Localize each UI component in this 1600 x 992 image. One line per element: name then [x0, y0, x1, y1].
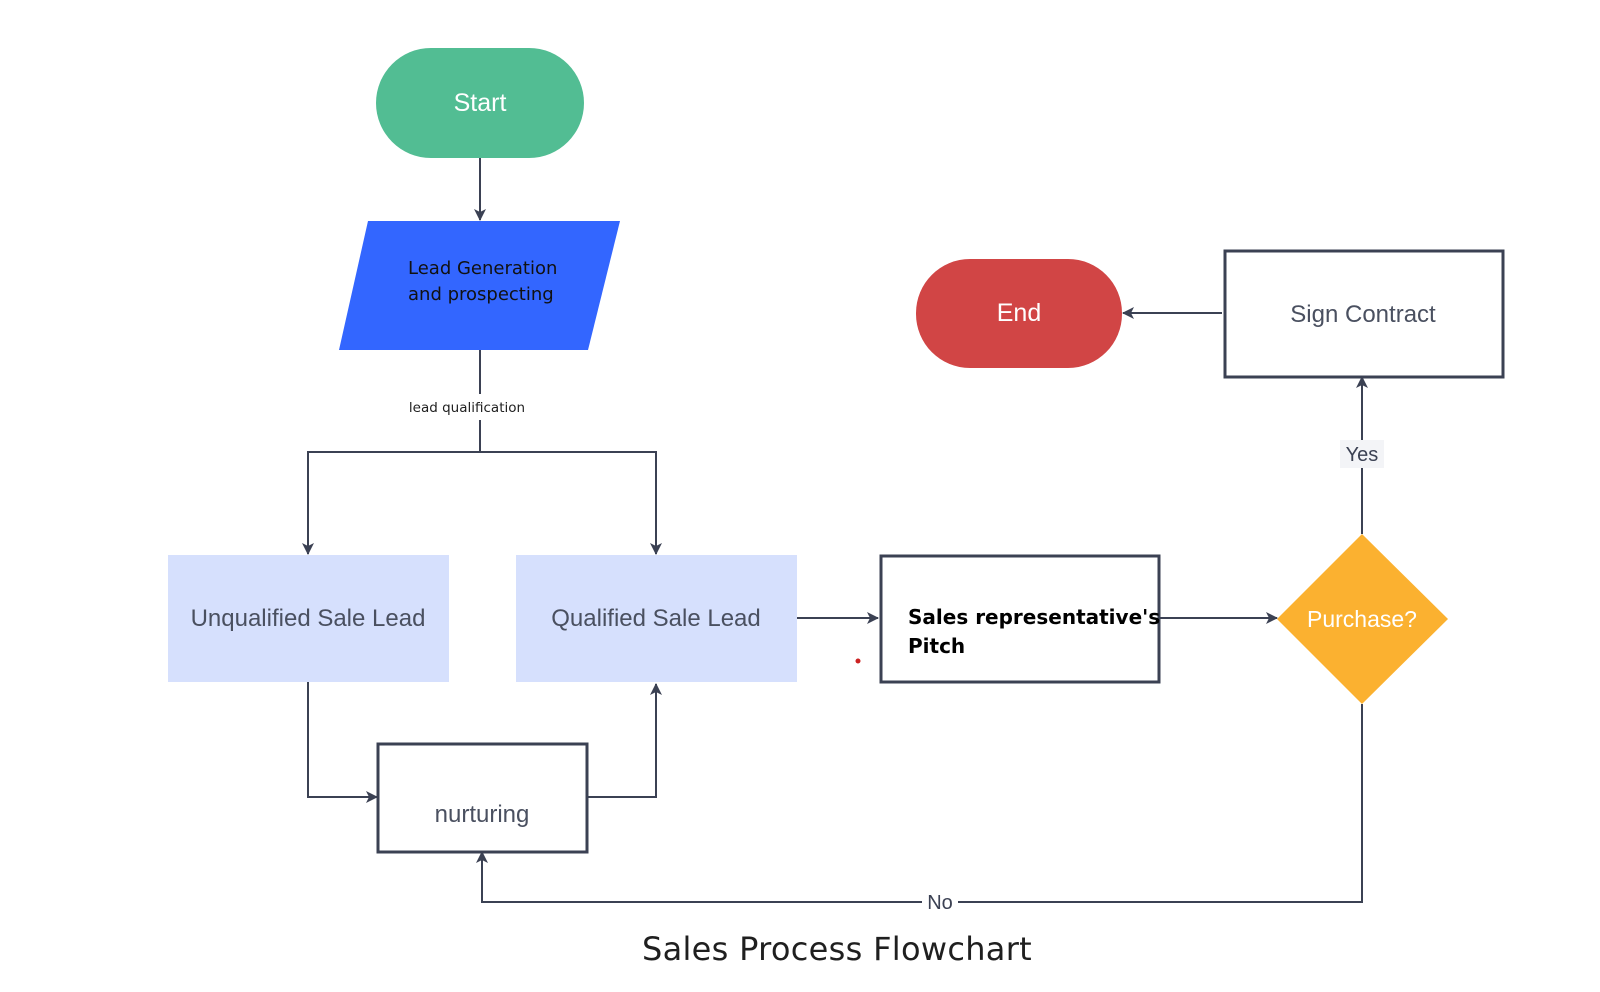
- sign-contract-label: Sign Contract: [1290, 301, 1436, 328]
- purchase-decision-label: Purchase?: [1307, 606, 1417, 632]
- sales-pitch-node: Sales representative's Pitch: [879, 554, 1161, 684]
- edge-branch-to-unqualified: [302, 451, 480, 555]
- edge-nurturing-to-qualified: [586, 683, 662, 798]
- end-label: End: [997, 299, 1041, 327]
- sales-pitch-label-line-2: Pitch: [908, 634, 965, 658]
- yes-label: Yes: [1346, 444, 1379, 466]
- edge-purchase-to-nurturing: [476, 704, 1363, 903]
- unqualified-sale-lead-label: Unqualified Sale Lead: [191, 605, 426, 632]
- sign-contract-node: Sign Contract: [1223, 249, 1505, 379]
- qualified-sale-lead-node: Qualified Sale Lead: [516, 555, 797, 682]
- nurturing-node: nurturing: [376, 742, 589, 854]
- edge-labels: lead qualification Yes No: [396, 394, 1384, 915]
- stray-dot-mark: [855, 658, 861, 664]
- lead-generation-label-line-2: and prospecting: [408, 284, 554, 305]
- lead-qualification-label: lead qualification: [409, 400, 525, 416]
- lead-generation-node: Lead Generation and prospecting: [339, 221, 620, 350]
- end-node: End: [916, 259, 1122, 368]
- start-node: Start: [376, 48, 584, 158]
- start-label: Start: [454, 89, 507, 117]
- purchase-decision-node: Purchase?: [1277, 534, 1448, 704]
- no-label: No: [927, 892, 953, 914]
- edge-branch-to-qualified: [480, 451, 662, 555]
- diagram-caption: Sales Process Flowchart: [641, 930, 1033, 968]
- edge-unqualified-to-nurturing: [307, 682, 378, 803]
- qualified-sale-lead-label: Qualified Sale Lead: [551, 605, 760, 632]
- unqualified-sale-lead-node: Unqualified Sale Lead: [168, 555, 449, 682]
- nurturing-label: nurturing: [435, 801, 530, 828]
- sales-pitch-label-line-1: Sales representative's: [908, 605, 1160, 629]
- lead-generation-label-line-1: Lead Generation: [408, 258, 557, 279]
